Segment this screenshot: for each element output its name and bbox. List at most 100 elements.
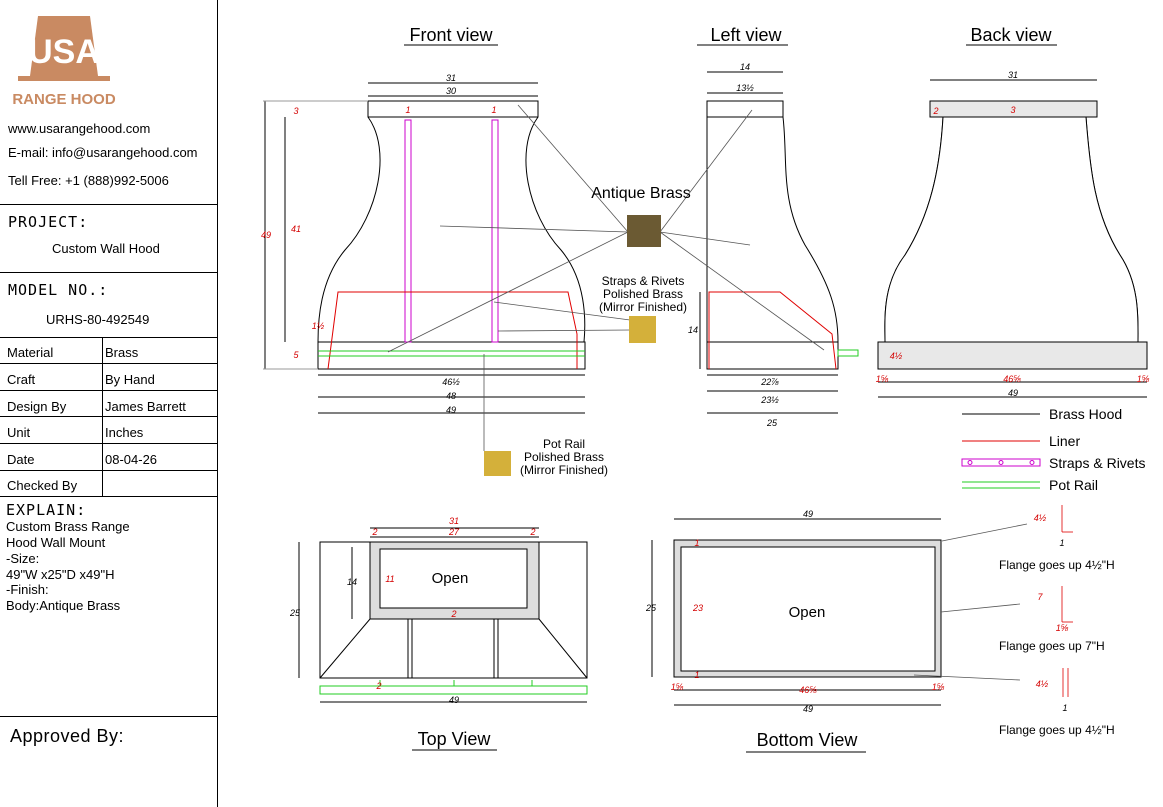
spec-value: Inches <box>105 425 144 440</box>
explain-line: -Size: <box>6 551 40 566</box>
antique-swatch <box>627 215 661 247</box>
top-dims: 31 27 2 2 2 2 14 11 25 49 <box>289 516 536 705</box>
bottom-inner <box>680 546 936 672</box>
spec-label: Material <box>7 345 54 360</box>
legend-rail-swatch <box>962 481 1040 489</box>
dim: 22⅞ <box>760 377 779 387</box>
dim: 46⅝ <box>799 685 817 695</box>
legend-label: Liner <box>1049 433 1080 449</box>
dim: 14 <box>740 62 750 72</box>
dim: 46½ <box>442 377 460 387</box>
spec-value: 08-04-26 <box>105 452 158 467</box>
dim: 31 <box>449 516 459 526</box>
dim: 41 <box>291 224 301 234</box>
front-body-right <box>525 116 586 343</box>
bottom-dims: 49 25 23 1 1 1⅝ 46⅝ 1⅝ 49 <box>645 509 945 714</box>
dim: 1 <box>1062 703 1067 713</box>
front-view <box>263 82 586 414</box>
logo-name: RANGE HOOD <box>12 91 116 108</box>
bottom-open-label: Open <box>789 604 826 621</box>
front-view-title: Front view <box>409 25 493 45</box>
legend: Brass Hood Liner Straps & Rivets Pot Rai… <box>961 406 1145 493</box>
spec-label: Design By <box>7 399 67 414</box>
flange-bot-label: Flange goes up 4½"H <box>999 723 1115 737</box>
spec-label: Unit <box>7 425 31 440</box>
dim: 27 <box>448 527 460 537</box>
dim: 2 <box>375 681 381 691</box>
back-view <box>877 79 1148 398</box>
flange-details <box>913 505 1073 697</box>
dim: 23 <box>692 603 703 613</box>
dim: 4½ <box>890 351 903 361</box>
explain-heading: EXPLAIN: <box>6 501 87 519</box>
left-view-title: Left view <box>710 25 782 45</box>
spec-value: Brass <box>105 345 139 360</box>
dim: 1 <box>1059 538 1064 548</box>
top-pot-rail <box>319 680 588 695</box>
back-inner <box>884 116 1139 343</box>
dim: 14 <box>347 577 357 587</box>
dim: 31 <box>1008 70 1018 80</box>
dim: 1⅝ <box>1056 623 1069 633</box>
dim: 1⅝ <box>876 374 889 384</box>
legend-label: Straps & Rivets <box>1049 455 1145 471</box>
dim: 49 <box>803 509 813 519</box>
dim: 1½ <box>312 321 325 331</box>
phone-text: Tell Free: +1 (888)992-5006 <box>8 173 169 188</box>
dim: 25 <box>289 608 301 618</box>
logo-text: USA <box>28 33 100 71</box>
dim: 1 <box>491 105 496 115</box>
legend-strap-swatch <box>961 458 1041 467</box>
top-view <box>298 527 588 703</box>
front-pot-rail <box>318 350 585 357</box>
legend-label: Pot Rail <box>1049 477 1098 493</box>
email-text: E-mail: info@usarangehood.com <box>8 145 198 160</box>
dim: 1 <box>694 670 699 680</box>
potrail-label: Pot Rail <box>543 437 585 451</box>
spec-value: James Barrett <box>105 399 186 414</box>
legend-label: Brass Hood <box>1049 406 1122 422</box>
dim: 48 <box>446 391 456 401</box>
project-value: Custom Wall Hood <box>52 241 160 256</box>
dim: 14 <box>688 325 698 335</box>
dim: 3 <box>1010 105 1015 115</box>
model-heading: MODEL NO.: <box>8 281 109 299</box>
dim: 30 <box>446 86 456 96</box>
straps-swatch <box>629 316 656 343</box>
approved-label: Approved By: <box>10 726 125 746</box>
straps-label: Straps & Rivets <box>602 274 685 288</box>
spec-label: Checked By <box>7 478 78 493</box>
dim: 25 <box>766 418 778 428</box>
dim: 1⅝ <box>1137 374 1150 384</box>
back-view-title: Back view <box>970 25 1052 45</box>
potrail-swatch <box>484 451 511 476</box>
explain-line: 49"W x25"D x49"H <box>6 567 115 582</box>
front-strap-left <box>404 119 412 343</box>
top-view-title: Top View <box>418 729 492 749</box>
dim: 3 <box>293 106 298 116</box>
model-value: URHS-80-492549 <box>46 312 150 327</box>
flange-mid-label: Flange goes up 7"H <box>999 639 1105 653</box>
dim: 4½ <box>1034 513 1047 523</box>
spec-label: Date <box>7 452 35 467</box>
flange-dims: 4½ 1 7 1⅝ 4½ 1 <box>1034 513 1069 713</box>
front-strap-right <box>491 119 499 343</box>
dim: 2 <box>529 527 535 537</box>
dim: 1⅝ <box>932 682 945 692</box>
explain-line: Custom Brass Range <box>6 519 130 534</box>
flange-top-label: Flange goes up 4½"H <box>999 558 1115 572</box>
spec-value: By Hand <box>105 372 155 387</box>
dim: 49 <box>449 695 459 705</box>
dim: 49 <box>261 230 271 240</box>
title-block: USA RANGE HOOD www.usarangehood.com E-ma… <box>0 0 218 807</box>
website-text: www.usarangehood.com <box>8 121 151 136</box>
straps-label: (Mirror Finished) <box>599 300 687 314</box>
straps-label: Polished Brass <box>603 287 683 301</box>
dim: 49 <box>803 704 813 714</box>
dim: 25 <box>645 603 657 613</box>
dim: 4½ <box>1036 679 1049 689</box>
top-open-label: Open <box>432 570 469 587</box>
front-collar <box>367 100 539 118</box>
front-body-left <box>317 116 381 343</box>
project-heading: PROJECT: <box>8 213 89 231</box>
